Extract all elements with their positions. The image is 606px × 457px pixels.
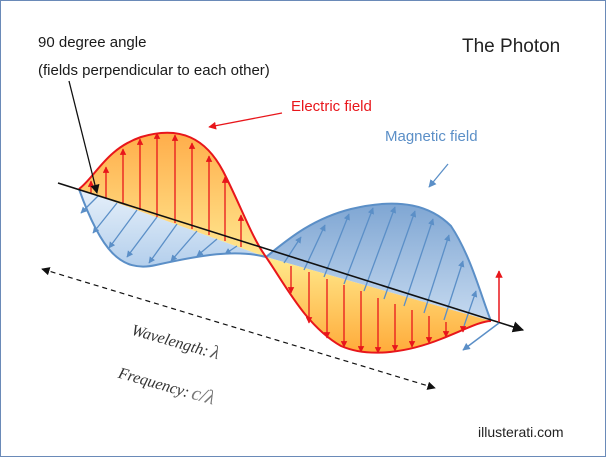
angle-annotation-line-2: (fields perpendicular to each other) — [38, 62, 270, 79]
source-credit: illusterati.com — [478, 424, 564, 440]
electric-field-lobe-1 — [79, 132, 266, 257]
propagation-axis-arrow — [57, 182, 525, 333]
diagram-title: The Photon — [462, 36, 561, 57]
magnetic-label-arrow — [428, 163, 449, 188]
magnetic-field-lobe-1 — [79, 189, 266, 267]
magnetic-field-curve — [78, 188, 492, 322]
electric-field-label: Electric field — [291, 98, 372, 115]
wavelength-measure-arrow — [41, 267, 436, 390]
magnetic-field-label: Magnetic field — [385, 128, 478, 145]
magnetic-end-arrow — [462, 322, 500, 351]
angle-annotation-line-1: 90 degree angle — [38, 34, 147, 51]
angle-pointer-arrow — [68, 80, 100, 194]
electric-label-arrow — [208, 112, 283, 130]
magnetic-field-vectors — [80, 195, 478, 327]
